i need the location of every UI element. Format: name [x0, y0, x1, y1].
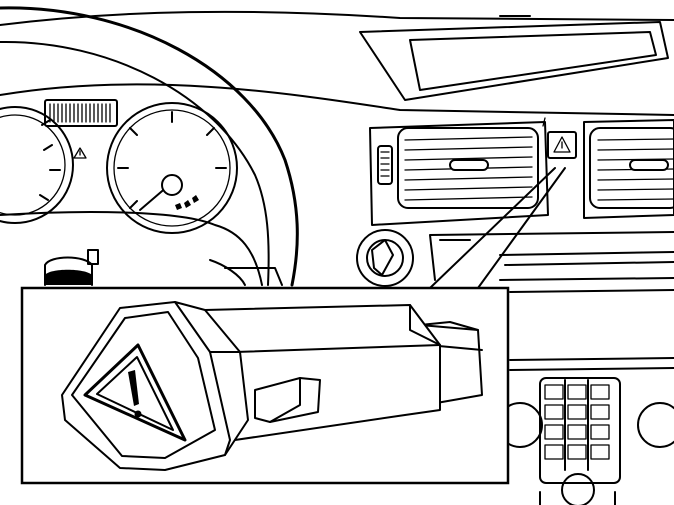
air-vent-right: [583, 119, 674, 219]
keypad: [544, 379, 610, 471]
ignition-knob: [356, 229, 414, 287]
warning-triangle-icon: [553, 136, 571, 153]
button-face: [71, 311, 216, 459]
center-console-upper: [429, 231, 674, 293]
warning-triangle-icon: [73, 147, 87, 159]
hazard-switch-dashboard: [542, 117, 577, 159]
steering-wheel: [0, 6, 299, 287]
center-display: [359, 15, 669, 101]
stalk-knob: [44, 249, 99, 286]
hazard-button-detail: [61, 301, 483, 471]
callout-line: [477, 167, 566, 289]
dashboard-upper-contour: [0, 83, 674, 116]
dashboard-scene: [0, 6, 674, 505]
detail-inset: [20, 286, 510, 485]
center-console-lower: [497, 357, 674, 505]
callout-line: [429, 167, 556, 289]
instrument-cluster: [0, 99, 238, 234]
speaker-grille: [49, 103, 111, 123]
warning-triangle-exclamation-icon: [83, 343, 187, 442]
air-vent-left: [369, 121, 549, 226]
dashboard-top-edge: [0, 10, 674, 26]
